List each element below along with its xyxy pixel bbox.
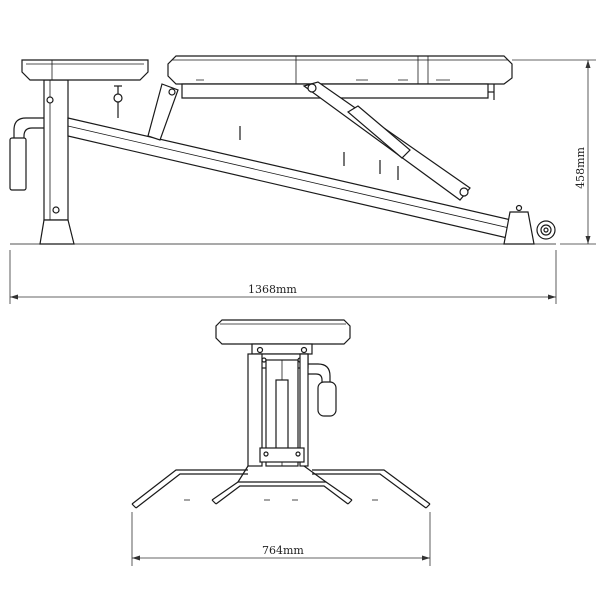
height-dimension: 458mm xyxy=(512,59,596,245)
front-base xyxy=(131,465,431,509)
front-view xyxy=(131,319,431,509)
front-column xyxy=(247,353,309,467)
rear-handle xyxy=(9,117,44,191)
backrest-frame xyxy=(181,83,495,100)
side-view xyxy=(9,55,556,245)
seat-pad xyxy=(21,59,149,81)
length-label: 1368mm xyxy=(248,283,297,296)
width-label: 764mm xyxy=(262,544,304,557)
height-label: 458mm xyxy=(574,147,587,189)
pop-pin xyxy=(113,85,123,118)
backrest-pad xyxy=(167,55,513,85)
seat-strut xyxy=(147,83,179,141)
adjustment-arm xyxy=(302,81,471,201)
front-handle xyxy=(308,363,337,417)
ladder-pins xyxy=(239,126,399,180)
front-seat-pad xyxy=(215,319,351,345)
front-foot xyxy=(503,204,556,245)
width-dimension: 764mm xyxy=(131,512,431,566)
rear-post xyxy=(39,79,75,245)
length-dimension: 1368mm xyxy=(9,250,557,304)
